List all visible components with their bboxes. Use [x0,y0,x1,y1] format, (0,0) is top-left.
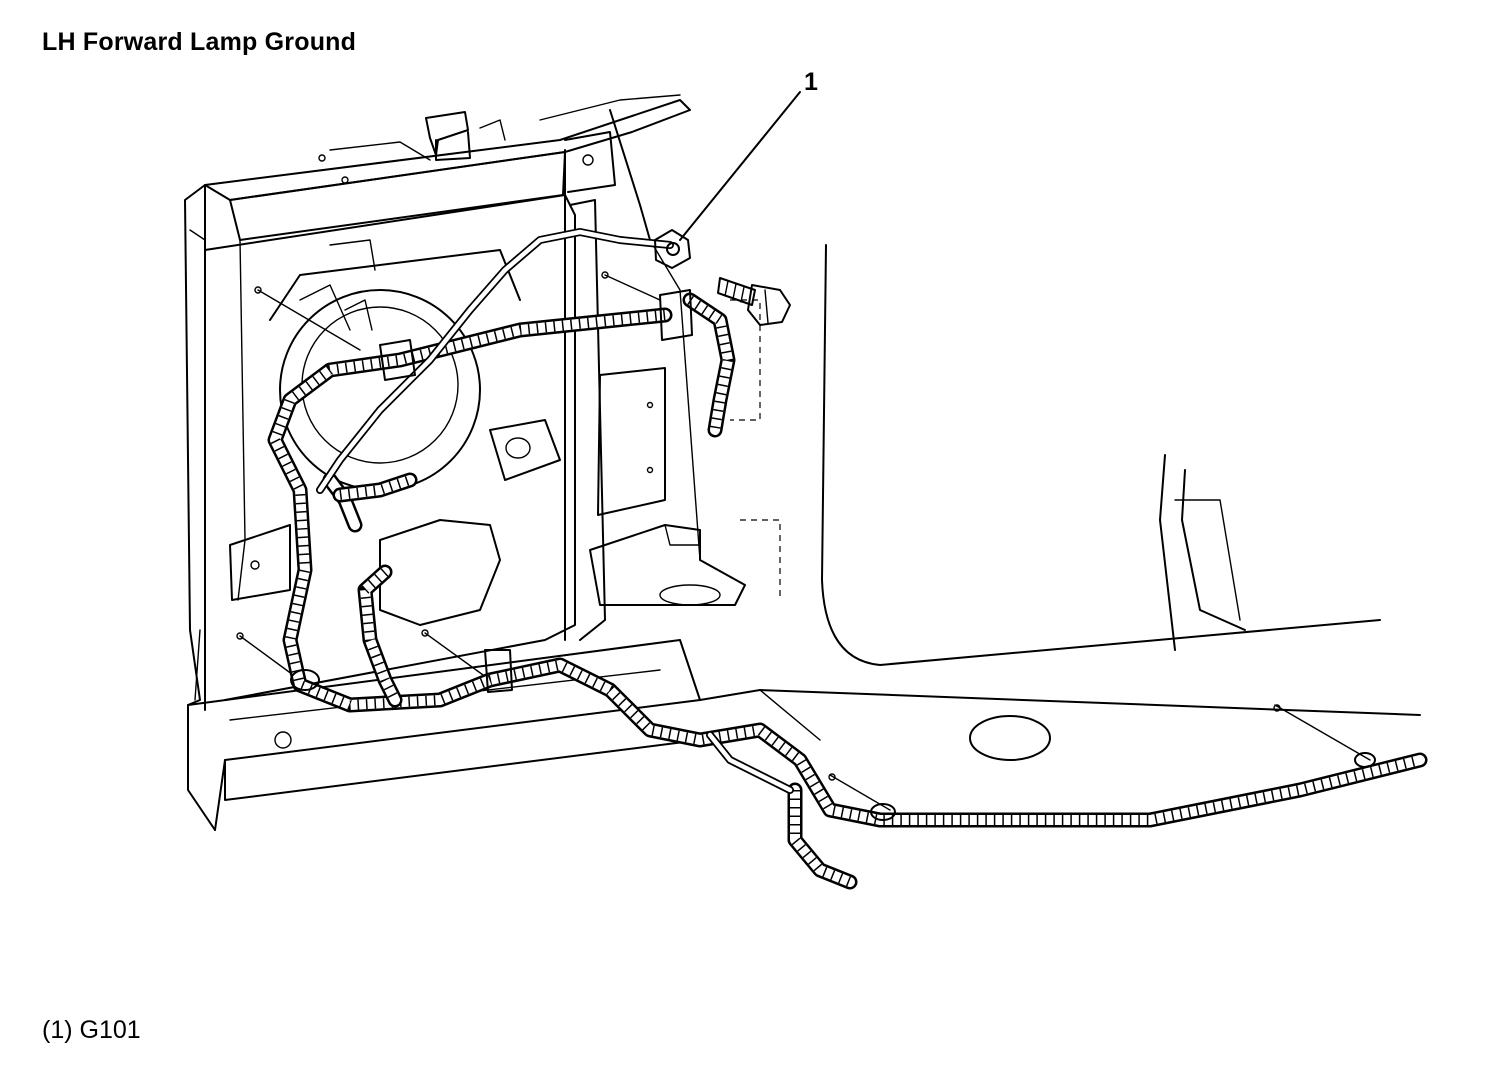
harness-clips [290,289,1376,821]
g101-ground-terminal [654,229,691,269]
lamp-housing-panel [184,94,746,831]
ground-bolt [717,277,791,326]
fender-body [649,239,1421,811]
fastener-leaders [236,271,661,681]
legend-label: G101 [79,1016,141,1044]
legend-number: (1) [42,1016,73,1044]
legend-entry-g101: (1) G101 [42,1016,141,1045]
headlamp-bowl [269,239,561,626]
diagram-title: LH Forward Lamp Ground [42,28,357,56]
callout-number-1: 1 [804,68,818,96]
wiring-harness [267,292,1428,890]
callout-leader-1 [679,91,801,241]
ground-wire [316,228,794,794]
